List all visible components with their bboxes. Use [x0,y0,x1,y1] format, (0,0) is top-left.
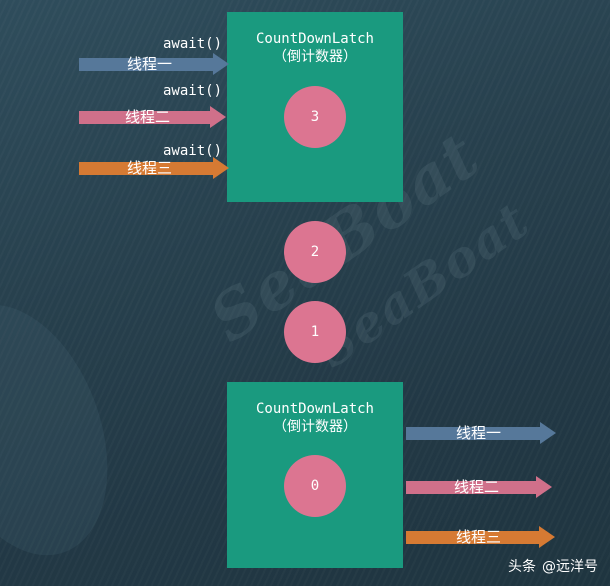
thread-label: 线程三 [127,159,173,177]
latch-title: CountDownLatch [255,401,374,417]
thread-label: 线程一 [456,424,502,442]
latch-title: CountDownLatch [255,31,374,47]
released-thread-arrow-3: 线程三 [406,526,555,548]
thread-arrow-3: 线程三 [79,157,229,179]
footer-credit: 头条 @远洋号 [508,556,598,576]
await-label: await() [163,36,223,52]
thread-label: 线程二 [454,478,500,496]
counter-circle: 2 [284,221,346,283]
await-label: await() [163,143,223,159]
countdownlatch-bottom: CountDownLatch （倒计数器） 0 [227,382,403,568]
await-label: await() [163,83,223,99]
latch-subtitle: （倒计数器） [273,419,357,435]
thread-label: 线程二 [125,108,171,126]
author-label: @远洋号 [542,559,598,575]
thread-label: 线程一 [127,55,173,73]
counter-circle: 0 [284,455,346,517]
countdownlatch-top: CountDownLatch （倒计数器） 3 [227,12,403,202]
released-thread-arrow-2: 线程二 [406,476,552,498]
released-thread-arrow-1: 线程一 [406,422,556,444]
thread-arrow-1: 线程一 [79,53,229,75]
counter-circle: 3 [284,86,346,148]
thread-label: 线程三 [456,528,502,546]
latch-subtitle: （倒计数器） [273,49,357,65]
thread-arrow-2: 线程二 [79,106,226,128]
counter-circle: 1 [284,301,346,363]
platform-label: 头条 [508,559,536,575]
